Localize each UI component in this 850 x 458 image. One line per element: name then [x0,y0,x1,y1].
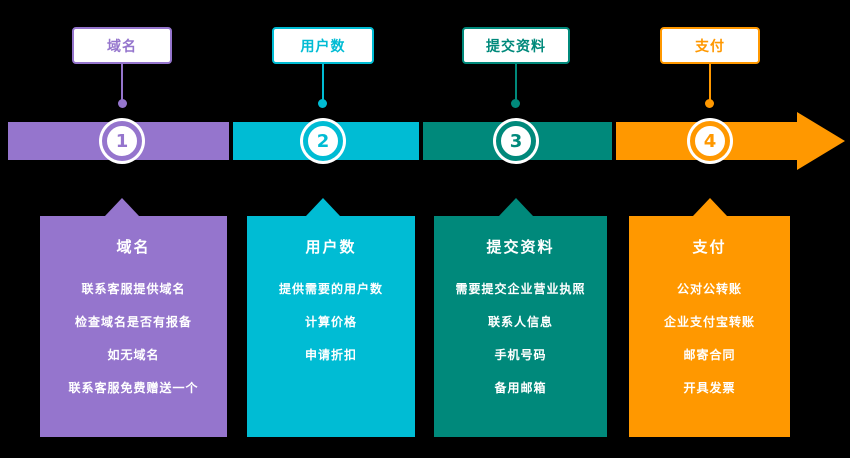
step-2-connector-line [322,64,324,100]
step-3-label-text: 提交资料 [486,38,546,55]
step-2-number: 2 [316,130,330,152]
step-4-card-item: 邮寄合同 [683,348,736,362]
step-3-card-pointer [499,198,533,216]
step-1-card-title: 域名 [116,238,151,256]
step-3-number: 3 [509,130,523,152]
step-1-label-text: 域名 [107,38,137,55]
step-4-card-title: 支付 [692,238,727,256]
step-1-number: 1 [115,130,129,152]
step-4-card-pointer [693,198,727,216]
step-4-card-item: 公对公转账 [676,282,742,296]
step-4-connector-line [709,64,711,100]
step-3-connector-dot [511,99,520,108]
step-2-card-item: 计算价格 [304,315,357,329]
step-1-connector-dot [118,99,127,108]
step-4-card-item: 企业支付宝转账 [663,315,755,329]
step-2-label-text: 用户数 [300,38,346,55]
step-4-number-circle: 4 [690,121,730,161]
step-3-number-circle: 3 [496,121,536,161]
step-3-connector-line [515,64,517,100]
step-3-card-item: 需要提交企业营业执照 [455,282,586,296]
step-1-card-item: 联系客服提供域名 [81,282,186,296]
step-3-card: 提交资料 需要提交企业营业执照 联系人信息 手机号码 备用邮箱 [434,216,607,437]
step-2-card-title: 用户数 [305,238,357,256]
step-2-card-pointer [306,198,340,216]
step-2-connector-dot [318,99,327,108]
step-3-card-item: 手机号码 [494,348,547,362]
step-2-card: 用户数 提供需要的用户数 计算价格 申请折扣 [247,216,415,437]
step-4-card-item: 开具发票 [683,381,736,395]
step-2-label: 用户数 [272,27,374,64]
flow-arrowhead-icon [797,112,845,170]
step-1-card: 域名 联系客服提供域名 检查域名是否有报备 如无域名 联系客服免费赠送一个 [40,216,227,437]
step-1-card-item: 联系客服免费赠送一个 [68,381,199,395]
step-2-number-circle: 2 [303,121,343,161]
step-2-card-item: 提供需要的用户数 [278,282,383,296]
step-1-card-item: 检查域名是否有报备 [74,315,192,329]
step-1-card-item: 如无域名 [107,348,160,362]
step-4-label-text: 支付 [695,38,725,55]
step-1-connector-line [121,64,123,100]
step-1-label: 域名 [72,27,172,64]
step-3-card-title: 提交资料 [486,238,555,256]
step-4-connector-dot [705,99,714,108]
step-3-card-item: 联系人信息 [487,315,553,329]
step-4-card: 支付 公对公转账 企业支付宝转账 邮寄合同 开具发票 [629,216,790,437]
step-2-card-item: 申请折扣 [304,348,357,362]
step-4-label: 支付 [660,27,760,64]
step-3-card-item: 备用邮箱 [494,381,547,395]
step-4-number: 4 [703,130,717,152]
step-1-number-circle: 1 [102,121,142,161]
step-1-card-pointer [105,198,139,216]
step-3-label: 提交资料 [462,27,570,64]
